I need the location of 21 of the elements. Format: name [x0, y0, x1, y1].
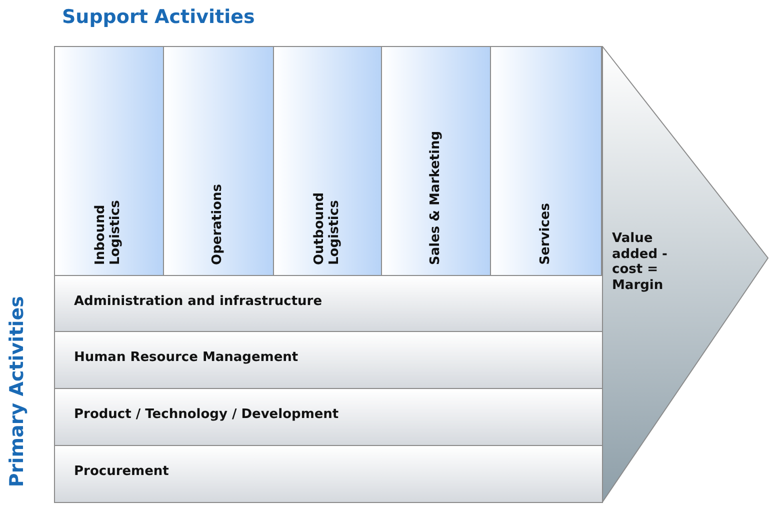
row-label: Product / Technology / Development [74, 407, 339, 422]
column-label: Inbound Logistics [94, 199, 124, 265]
activity-row [54, 445, 603, 503]
column-label: Outbound Logistics [312, 195, 342, 265]
column-label: Operations [211, 184, 226, 265]
row-label: Human Resource Management [74, 350, 298, 365]
activity-column [273, 46, 382, 275]
section-heading: Primary Activities [6, 296, 28, 487]
section-heading: Support Activities [62, 6, 255, 28]
activity-column [381, 46, 491, 275]
activity-row [54, 388, 603, 446]
activity-row [54, 275, 603, 332]
activity-column [490, 46, 602, 275]
activity-column [54, 46, 164, 275]
activity-row [54, 331, 603, 389]
column-label: Sales & Marketing [428, 131, 444, 265]
margin-label: Value added - cost = Margin [612, 231, 668, 294]
activity-column [163, 46, 274, 275]
column-label: Services [538, 203, 554, 265]
row-label: Procurement [74, 464, 169, 479]
row-label: Administration and infrastructure [74, 294, 322, 309]
